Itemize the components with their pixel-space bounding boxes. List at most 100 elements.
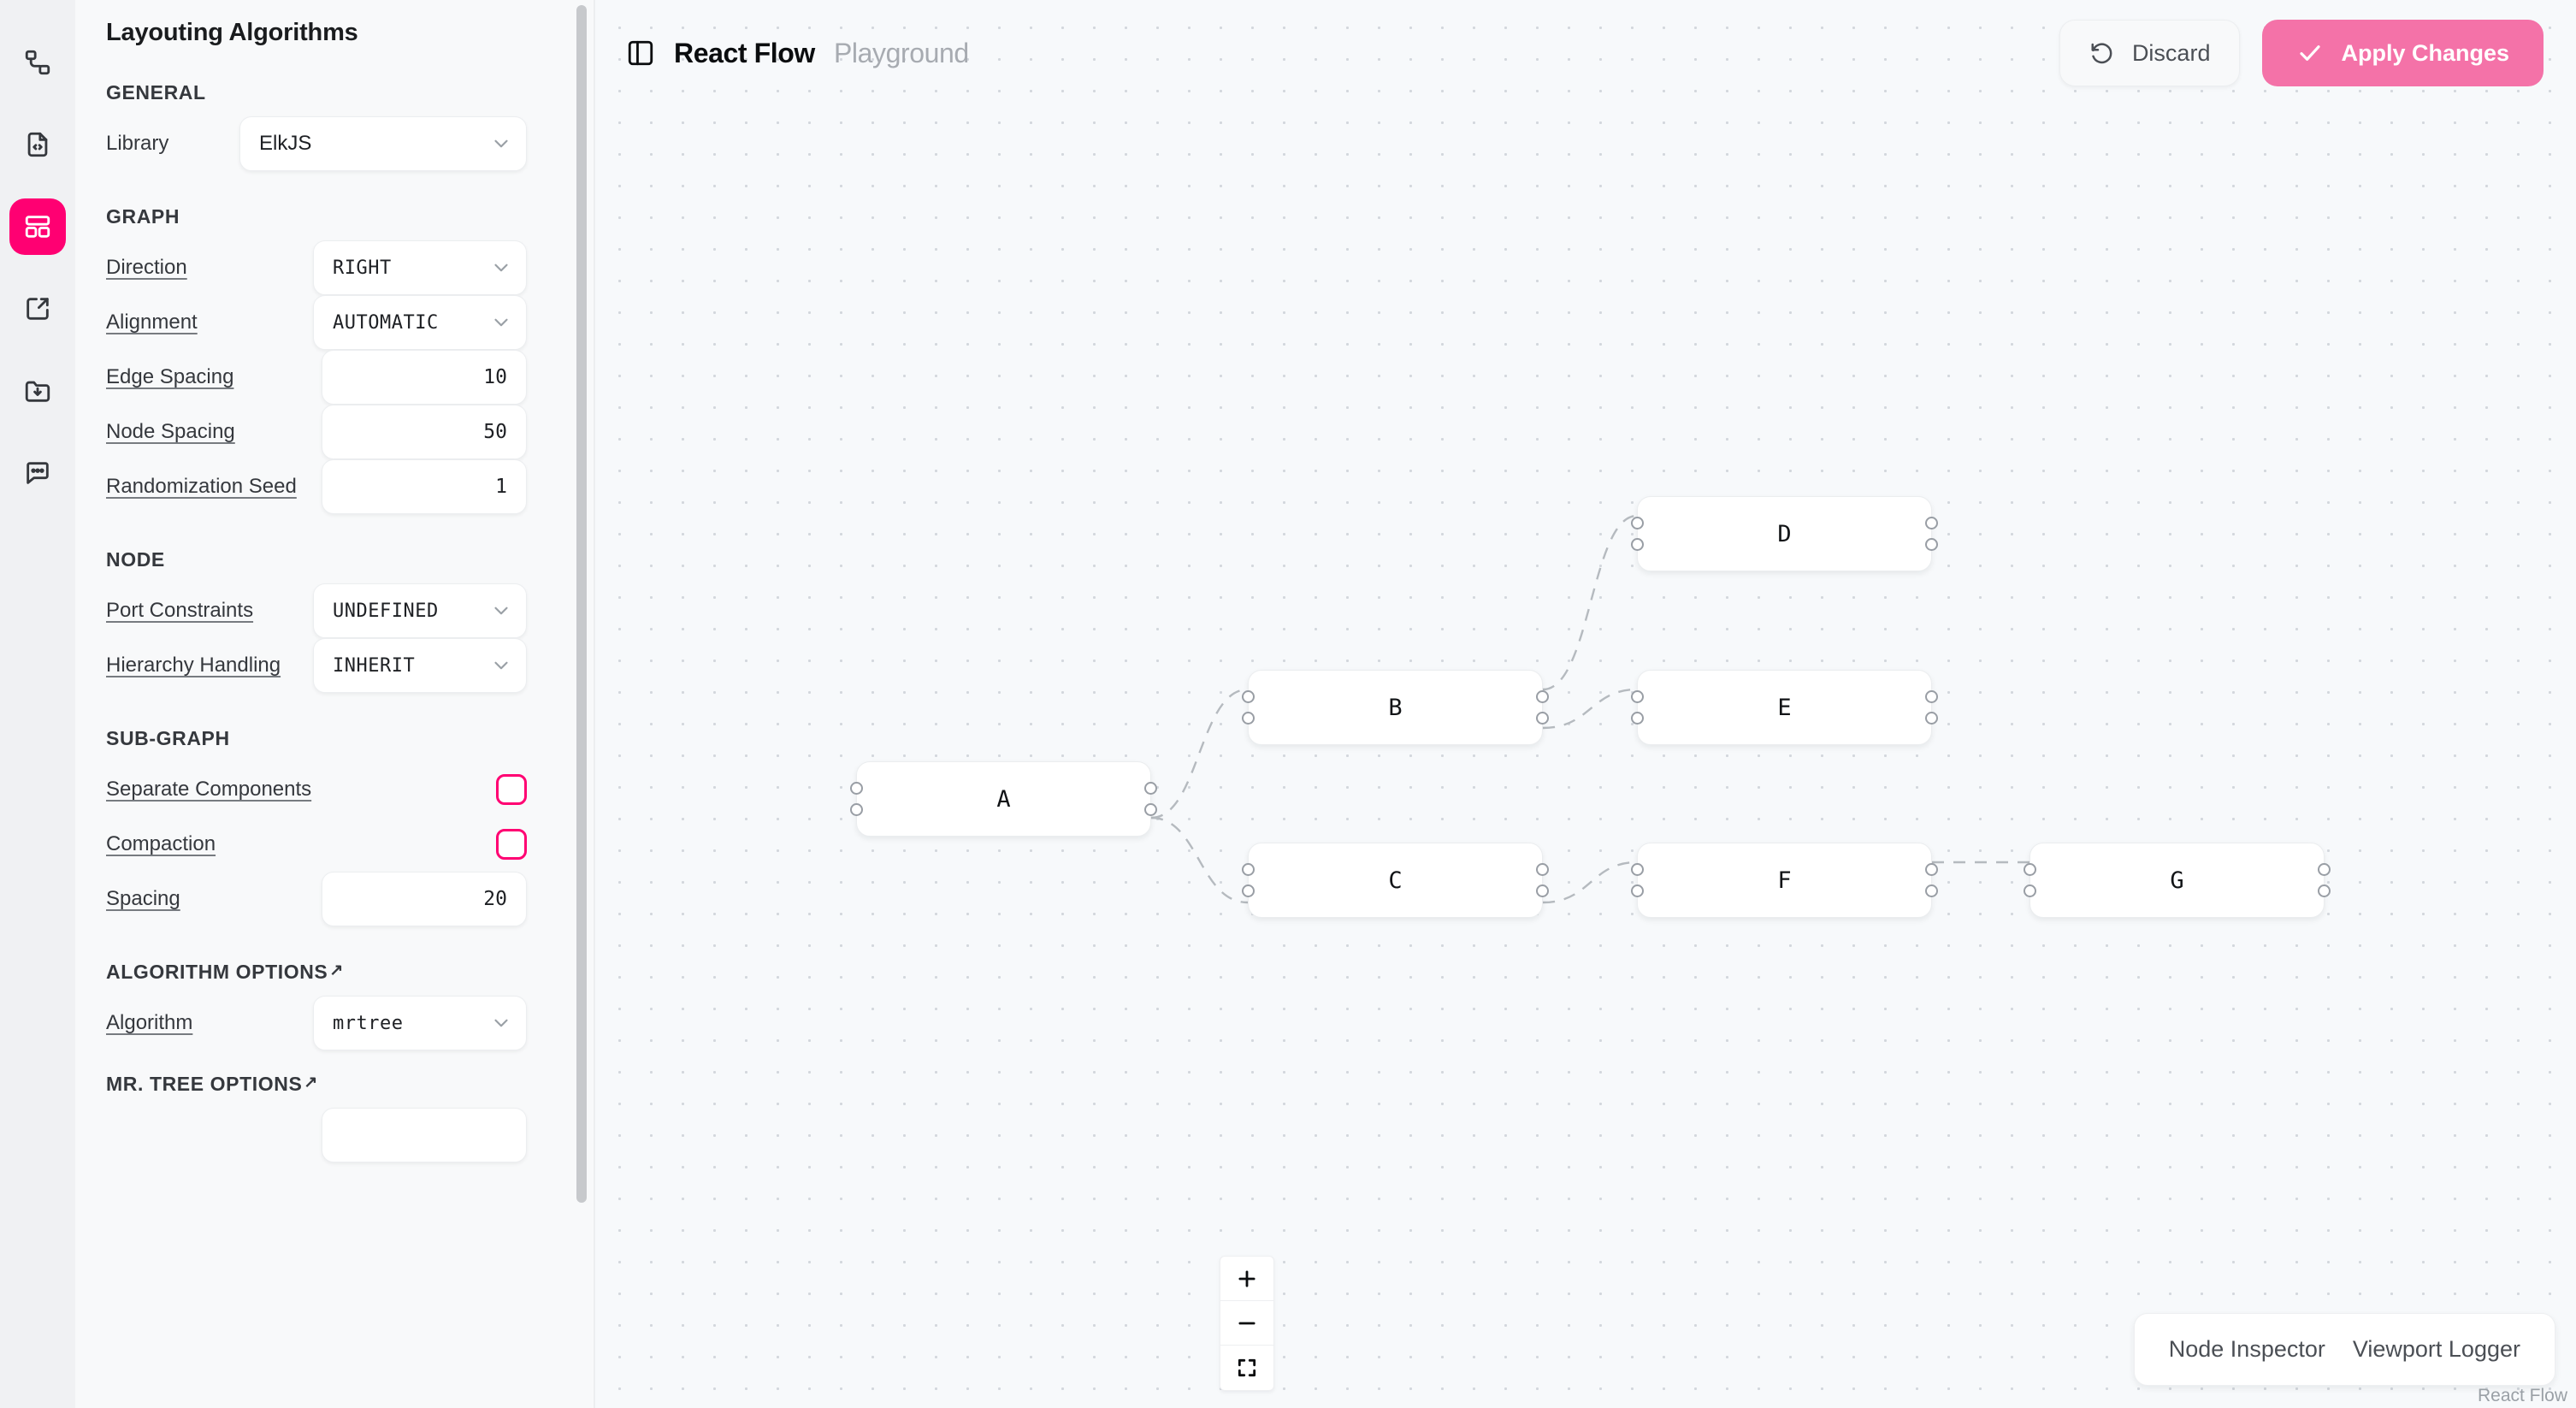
handle-target-top[interactable]	[2024, 863, 2036, 876]
handle-target-top[interactable]	[1631, 517, 1644, 529]
direction-select[interactable]: RIGHT	[313, 240, 527, 295]
field-port-constraints: Port Constraints UNDEFINED	[75, 583, 559, 638]
handle-target-top[interactable]	[1631, 690, 1644, 703]
flow-node-label: B	[1388, 694, 1403, 721]
rail-item-save[interactable]	[9, 363, 66, 419]
zoom-out-button[interactable]	[1220, 1301, 1273, 1346]
handle-target-top[interactable]	[1631, 863, 1644, 876]
flow-node-label: F	[1777, 867, 1792, 894]
flow-node-label: A	[996, 785, 1011, 813]
handle-source-bottom[interactable]	[2318, 884, 2331, 897]
flow-node-e[interactable]: E	[1631, 670, 1938, 745]
canvas-topbar: React Flow Playground Discard	[595, 0, 2576, 106]
handle-source-top[interactable]	[2318, 863, 2331, 876]
randomization-seed-input[interactable]: 1	[322, 459, 527, 514]
rail-item-code[interactable]	[9, 116, 66, 173]
spacing-label: Spacing	[106, 887, 180, 910]
handle-source-bottom[interactable]	[1925, 538, 1938, 551]
rail-item-feedback[interactable]	[9, 445, 66, 501]
handle-target-top[interactable]	[850, 782, 863, 795]
page-title: Layouting Algorithms	[106, 19, 358, 46]
handle-target-bottom[interactable]	[1631, 538, 1644, 551]
chevron-down-icon	[490, 1012, 512, 1034]
check-icon	[2296, 39, 2324, 67]
flow-canvas[interactable]: React Flow Playground Discard	[595, 0, 2576, 1408]
flow-node-c[interactable]: C	[1242, 843, 1549, 918]
handle-source-top[interactable]	[1144, 782, 1157, 795]
handle-source-top[interactable]	[1925, 863, 1938, 876]
alignment-select[interactable]: AUTOMATIC	[313, 295, 527, 350]
handle-target-top[interactable]	[1242, 690, 1255, 703]
chevron-down-icon	[490, 654, 512, 677]
rail-item-open-external[interactable]	[9, 281, 66, 337]
panel-scrollbar[interactable]	[576, 5, 587, 1203]
flow-node-b[interactable]: B	[1242, 670, 1549, 745]
field-library: Library ElkJS	[75, 116, 559, 171]
handle-source-bottom[interactable]	[1925, 884, 1938, 897]
handle-source-bottom[interactable]	[1536, 884, 1549, 897]
section-mr-tree-options[interactable]: MR. TREE OPTIONS↗	[75, 1073, 559, 1096]
external-arrow-icon: ↗	[304, 1074, 318, 1091]
handle-source-top[interactable]	[1536, 690, 1549, 703]
rail-item-layout[interactable]	[9, 198, 66, 255]
message-icon	[23, 458, 52, 488]
handle-target-bottom[interactable]	[1631, 884, 1644, 897]
spacing-input[interactable]: 20	[322, 872, 527, 926]
fit-view-button[interactable]	[1220, 1346, 1273, 1390]
mr-tree-options-label: MR. TREE OPTIONS	[106, 1073, 303, 1095]
handle-target-bottom[interactable]	[1242, 712, 1255, 725]
field-hierarchy-handling: Hierarchy Handling INHERIT	[75, 638, 559, 693]
options-panel: Layouting Algorithms GENERAL Library Elk…	[75, 0, 595, 1408]
compaction-checkbox[interactable]	[496, 829, 527, 860]
handle-source-bottom[interactable]	[1536, 712, 1549, 725]
algorithm-select[interactable]: mrtree	[313, 996, 527, 1050]
flow-node-label: G	[2170, 867, 2184, 894]
handle-source-bottom[interactable]	[1144, 803, 1157, 816]
handle-source-top[interactable]	[1925, 690, 1938, 703]
undo-icon	[2089, 40, 2115, 66]
flow-node-label: D	[1777, 520, 1792, 547]
handle-target-bottom[interactable]	[2024, 884, 2036, 897]
panel-toggle-icon[interactable]	[626, 38, 655, 68]
react-flow-attribution[interactable]: React Flow	[2477, 1386, 2567, 1405]
zoom-in-button[interactable]	[1220, 1257, 1273, 1301]
handle-source-top[interactable]	[1925, 517, 1938, 529]
library-select[interactable]: ElkJS	[239, 116, 527, 171]
brand: React Flow Playground	[626, 38, 969, 69]
handle-target-bottom[interactable]	[1242, 884, 1255, 897]
hierarchy-handling-select[interactable]: INHERIT	[313, 638, 527, 693]
rail-item-workflow[interactable]	[9, 34, 66, 91]
section-subgraph: SUB-GRAPH	[106, 727, 230, 749]
chevron-down-icon	[490, 311, 512, 334]
handle-source-top[interactable]	[1536, 863, 1549, 876]
mr-tree-input[interactable]	[322, 1108, 527, 1162]
handle-source-bottom[interactable]	[1925, 712, 1938, 725]
compaction-label: Compaction	[106, 832, 216, 855]
node-inspector-button[interactable]: Node Inspector	[2168, 1336, 2325, 1362]
edge-spacing-input[interactable]: 10	[322, 350, 527, 405]
handle-target-bottom[interactable]	[1631, 712, 1644, 725]
discard-button[interactable]: Discard	[2059, 20, 2241, 86]
hierarchy-handling-label: Hierarchy Handling	[106, 654, 281, 677]
field-separate-components: Separate Components	[75, 762, 559, 817]
apply-changes-button[interactable]: Apply Changes	[2262, 20, 2544, 86]
field-alignment: Alignment AUTOMATIC	[75, 295, 559, 350]
hierarchy-handling-value: INHERIT	[333, 654, 416, 677]
node-spacing-input[interactable]: 50	[322, 405, 527, 459]
brand-subtitle: Playground	[833, 37, 969, 68]
library-label: Library	[106, 132, 169, 155]
viewport-logger-button[interactable]: Viewport Logger	[2352, 1336, 2520, 1362]
edge-layer	[1150, 514, 2029, 904]
handle-target-top[interactable]	[1242, 863, 1255, 876]
flow-node-a[interactable]: A	[850, 761, 1157, 837]
separate-components-checkbox[interactable]	[496, 774, 527, 805]
flow-node-f[interactable]: F	[1631, 843, 1938, 918]
port-constraints-select[interactable]: UNDEFINED	[313, 583, 527, 638]
library-value: ElkJS	[259, 132, 312, 155]
section-algorithm-options[interactable]: ALGORITHM OPTIONS↗	[75, 961, 559, 984]
flow-node-g[interactable]: G	[2024, 843, 2331, 918]
randomization-seed-label: Randomization Seed	[106, 475, 297, 498]
field-edge-spacing: Edge Spacing 10	[75, 350, 559, 405]
handle-target-bottom[interactable]	[850, 803, 863, 816]
flow-node-d[interactable]: D	[1631, 496, 1938, 571]
